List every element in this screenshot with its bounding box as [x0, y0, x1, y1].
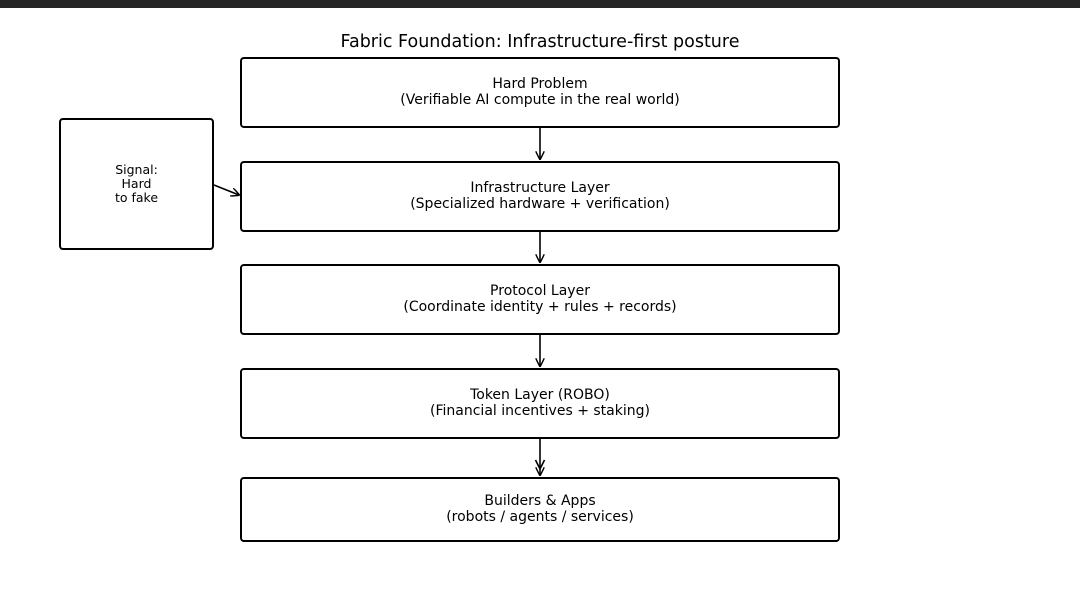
infrastructure-layer-box: Infrastructure Layer (Specialized hardwa…	[240, 161, 840, 232]
builders-apps-subtitle: (robots / agents / services)	[446, 508, 634, 525]
window-top-bar	[0, 0, 1080, 8]
hard-problem-subtitle: (Verifiable AI compute in the real world…	[400, 91, 680, 108]
builders-apps-title: Builders & Apps	[484, 493, 596, 509]
arrow-signal-to-infrastructure	[213, 184, 239, 195]
arrow-token-to-builders-inner-head	[534, 459, 546, 471]
signal-line: Hard	[121, 176, 152, 191]
hard-problem-title: Hard Problem	[492, 76, 588, 92]
token-layer-subtitle: (Financial incentives + staking)	[430, 402, 650, 419]
builders-apps-box: Builders & Apps (robots / agents / servi…	[240, 477, 840, 542]
infrastructure-layer-title: Infrastructure Layer	[470, 180, 610, 196]
infrastructure-layer-subtitle: (Specialized hardware + verification)	[410, 195, 670, 212]
signal-box: Signal: Hard to fake	[59, 118, 214, 250]
protocol-layer-subtitle: (Coordinate identity + rules + records)	[403, 298, 677, 315]
protocol-layer-title: Protocol Layer	[490, 283, 590, 299]
signal-line: Signal:	[115, 162, 158, 177]
token-layer-box: Token Layer (ROBO) (Financial incentives…	[240, 368, 840, 439]
token-layer-title: Token Layer (ROBO)	[470, 387, 610, 403]
hard-problem-box: Hard Problem (Verifiable AI compute in t…	[240, 57, 840, 128]
diagram-title: Fabric Foundation: Infrastructure-first …	[340, 32, 740, 52]
signal-line: to fake	[114, 190, 159, 205]
protocol-layer-box: Protocol Layer (Coordinate identity + ru…	[240, 264, 840, 335]
